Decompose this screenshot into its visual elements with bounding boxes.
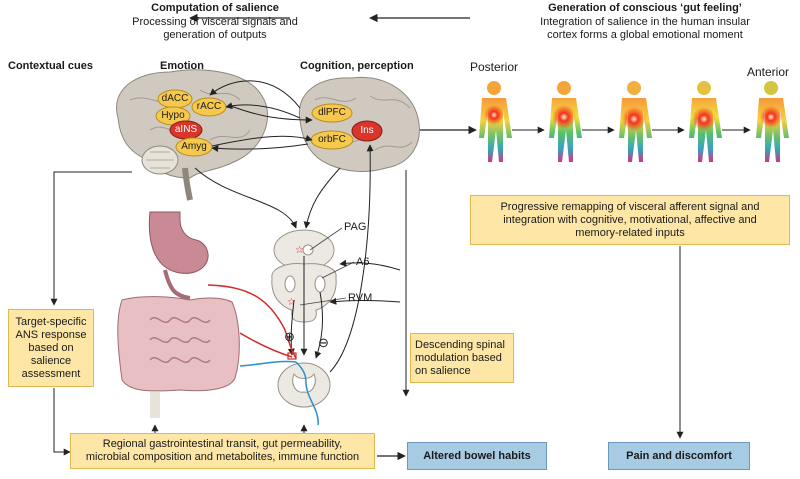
amyg-label: Amyg (181, 141, 207, 152)
dlpfc-region (311, 103, 353, 123)
anterior-label: Anterior (747, 65, 790, 79)
header-right-title: Generation of conscious ‘gut feeling’ (548, 2, 742, 14)
ans-line2: ANS response (15, 328, 87, 341)
header-right-line2: cortex forms a global emotional moment (547, 29, 743, 41)
dlpfc-label: dlPFC (318, 107, 346, 118)
hypo-label: Hypo (161, 110, 185, 121)
ins-region (351, 120, 383, 142)
rvm-label: RVM (348, 292, 373, 304)
svg-text:☆: ☆ (295, 245, 304, 256)
header-left-line1: Processing of visceral signals and (132, 16, 298, 28)
pag-label: PAG (344, 221, 367, 233)
ans-line1: Target-specific (15, 315, 87, 328)
ans-response-box: Target-specific ANS response based on sa… (8, 309, 94, 387)
minus-sign: ⊖ (318, 335, 329, 350)
regional-gi-box: Regional gastrointestinal transit, gut p… (70, 433, 375, 469)
regional-line2: microbial composition and metabolites, i… (85, 451, 360, 463)
remapping-line3: memory-related inputs (575, 226, 685, 239)
descending-line3: on salience (415, 364, 471, 377)
emotion-label: Emotion (160, 60, 204, 72)
altered-bowel-habits-box: Altered bowel habits (407, 442, 547, 470)
remapping-box: Progressive remapping of visceral affere… (470, 195, 790, 245)
svg-text:☆: ☆ (287, 297, 296, 308)
remapping-line1: Progressive remapping of visceral affere… (500, 200, 760, 213)
regional-line1: Regional gastrointestinal transit, gut p… (102, 438, 343, 450)
header-right-line1: Integration of salience in the human ins… (540, 16, 750, 28)
descending-line1: Descending spinal (415, 338, 505, 351)
dacc-label: dACC (161, 93, 189, 104)
header-left-line2: generation of outputs (163, 29, 267, 41)
descending-modulation-box: Descending spinal modulation based on sa… (410, 333, 514, 383)
ins-label: Ins (360, 125, 374, 136)
cognition-brain (298, 76, 420, 172)
remapping-line2: integration with cognitive, motivational… (503, 213, 757, 226)
ans-line3: based on (28, 341, 74, 354)
a6-label: A6 (356, 256, 370, 268)
plus-sign: ⊕ (284, 329, 295, 344)
descending-line2: modulation based (415, 351, 502, 364)
contextual-cues-label: Contextual cues (8, 60, 93, 72)
ans-line4: salience (30, 354, 72, 367)
emotion-brain (116, 69, 269, 201)
cognition-label: Cognition, perception (300, 60, 414, 72)
ains-label: aINS (174, 124, 198, 135)
orbfc-label: orbFC (318, 134, 346, 145)
header-left-title: Computation of salience (151, 2, 279, 14)
racc-label: rACC (196, 101, 222, 112)
ans-line5: assessment (21, 367, 81, 380)
posterior-label: Posterior (470, 60, 519, 74)
body-figures (479, 81, 789, 162)
pain-discomfort-box: Pain and discomfort (608, 442, 750, 470)
